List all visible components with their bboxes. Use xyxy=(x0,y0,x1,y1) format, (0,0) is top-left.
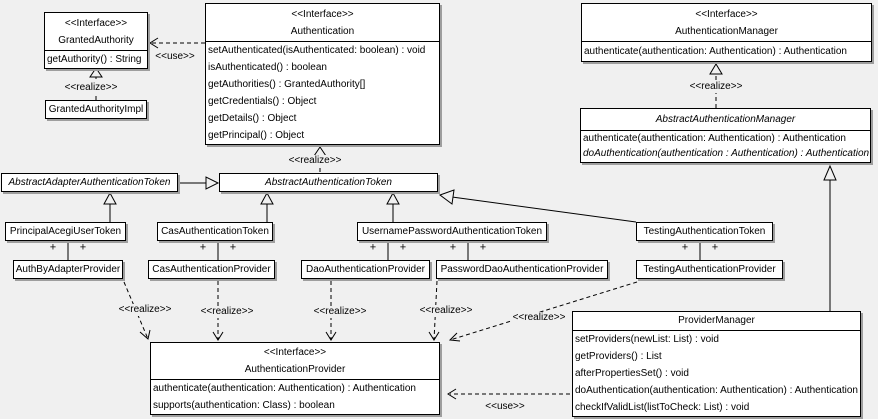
class-name: DaoAuthenticationProvider xyxy=(306,264,425,275)
assoc-plus-marker: + xyxy=(399,241,407,254)
methods-compartment: setAuthenticated(isAuthenticated: boolea… xyxy=(206,41,439,144)
assoc-plus-marker: + xyxy=(681,241,689,254)
method-row: checkIfValidList(listToCheck: List) : vo… xyxy=(575,402,750,413)
edge-realize-testingauthenticationprovider xyxy=(448,281,638,342)
edge-realize-grantedauthorityimpl xyxy=(89,67,103,100)
assoc-plus-marker: + xyxy=(449,241,457,254)
class-name: AbstractAuthenticationToken xyxy=(265,177,392,188)
class-name: GrantedAuthority xyxy=(58,34,134,46)
class-name: CasAuthenticationProvider xyxy=(152,264,271,275)
class-header: <<Interface>> AuthenticationProvider xyxy=(151,343,439,379)
class-name: PasswordDaoAuthenticationProvider xyxy=(440,264,604,275)
class-header: AbstractAuthenticationManager xyxy=(581,109,870,130)
edge-use-providermanager xyxy=(447,388,570,400)
method-row: getCredentials() : Object xyxy=(208,96,317,107)
assoc-plus-marker: + xyxy=(369,241,377,254)
class-name: CasAuthenticationToken xyxy=(161,226,269,237)
method-row: afterPropertiesSet() : void xyxy=(575,368,689,379)
assoc-plus-marker: + xyxy=(229,241,237,254)
class-granted-authority: <<Interface>> GrantedAuthority getAuthor… xyxy=(44,12,148,69)
edge-gen-casauthenticationtoken xyxy=(260,191,274,222)
method-row: getDetails() : Object xyxy=(208,113,297,124)
class-name: TestingAuthenticationProvider xyxy=(643,264,776,275)
class-testing-authentication-token: TestingAuthenticationToken xyxy=(636,222,773,241)
stereotype-label: <<Interface>> xyxy=(64,17,128,29)
methods-compartment: authenticate(authentication: Authenticat… xyxy=(582,41,871,61)
assoc-plus-marker: + xyxy=(479,241,487,254)
edge-label-realize: <<realize>> xyxy=(510,312,568,324)
edge-gen-testingauthenticationtoken xyxy=(438,189,637,223)
edge-label-realize: <<realize>> xyxy=(286,155,344,167)
method-row: isAuthenticated() : boolean xyxy=(208,62,327,73)
edge-gen-principalacegiusertoken xyxy=(103,191,117,222)
class-authentication-manager: <<Interface>> AuthenticationManager auth… xyxy=(581,3,872,62)
method-row: authenticate(authentication: Authenticat… xyxy=(584,46,847,57)
class-name: AuthByAdapterProvider xyxy=(15,264,121,275)
methods-compartment: authenticate(authentication: Authenticat… xyxy=(581,130,870,162)
edge-label-realize: <<realize>> xyxy=(116,304,174,316)
edge-label-realize: <<realize>> xyxy=(417,305,475,317)
class-name: AuthenticationProvider xyxy=(244,364,346,375)
class-name: TestingAuthenticationToken xyxy=(643,226,766,237)
class-abstract-authentication-manager: AbstractAuthenticationManager authentica… xyxy=(580,108,871,163)
class-name: PrincipalAcegiUserToken xyxy=(9,226,122,237)
edge-use-authentication-grantedauthority xyxy=(149,37,205,49)
class-header: ProviderManager xyxy=(573,312,860,330)
class-cas-authentication-provider: CasAuthenticationProvider xyxy=(148,260,275,279)
method-row: doAuthentication(authentication: Authent… xyxy=(575,385,858,396)
class-header: <<Interface>> AuthenticationManager xyxy=(582,4,871,41)
assoc-plus-marker: + xyxy=(79,241,87,254)
edge-label-realize: <<realize>> xyxy=(62,82,120,94)
class-name: ProviderManager xyxy=(678,315,755,326)
class-header: <<Interface>> Authentication xyxy=(206,4,439,41)
edge-gen-abstractadapter-abstracttoken xyxy=(178,176,220,190)
stereotype-label: <<Interface>> xyxy=(695,8,758,20)
class-provider-manager: ProviderManager setProviders(newList: Li… xyxy=(572,311,861,417)
class-testing-authentication-provider: TestingAuthenticationProvider xyxy=(636,260,783,279)
edge-label-realize: <<realize>> xyxy=(687,81,745,93)
method-row: doAuthentication(authentication : Authen… xyxy=(583,148,870,159)
edge-label-use: <<use>> xyxy=(483,401,527,413)
class-abstract-adapter-authentication-token: AbstractAdapterAuthenticationToken xyxy=(1,173,178,192)
edge-label-realize: <<realize>> xyxy=(198,306,256,318)
class-name: AuthenticationManager xyxy=(675,25,778,37)
stereotype-label: <<Interface>> xyxy=(263,347,327,358)
methods-compartment: getAuthority() : String xyxy=(45,50,147,68)
edge-label-realize: <<realize>> xyxy=(311,306,369,318)
edge-gen-usernamepasswordtoken xyxy=(386,191,400,222)
class-dao-authentication-provider: DaoAuthenticationProvider xyxy=(301,260,430,279)
methods-compartment: authenticate(authentication: Authenticat… xyxy=(151,379,439,414)
class-password-dao-authentication-provider: PasswordDaoAuthenticationProvider xyxy=(436,260,608,279)
edge-label-use: <<use>> xyxy=(153,51,197,63)
class-name: UsernamePasswordAuthenticationToken xyxy=(361,226,543,237)
class-cas-authentication-token: CasAuthenticationToken xyxy=(157,222,273,241)
class-name: Authentication xyxy=(290,25,355,37)
method-row: getAuthorities() : GrantedAuthority[] xyxy=(208,79,366,90)
class-granted-authority-impl: GrantedAuthorityImpl xyxy=(45,100,147,119)
class-authentication: <<Interface>> Authentication setAuthenti… xyxy=(205,3,440,145)
assoc-plus-marker: + xyxy=(711,241,719,254)
class-principal-acegi-user-token: PrincipalAcegiUserToken xyxy=(5,222,126,241)
class-header: <<Interface>> GrantedAuthority xyxy=(45,13,147,50)
class-name: AbstractAuthenticationManager xyxy=(655,114,796,125)
stereotype-label: <<Interface>> xyxy=(291,8,354,20)
assoc-plus-marker: + xyxy=(49,241,57,254)
method-row: authenticate(authentication: Authenticat… xyxy=(583,133,846,144)
class-abstract-authentication-token: AbstractAuthenticationToken xyxy=(219,173,438,192)
method-row: authenticate(authentication: Authenticat… xyxy=(153,383,416,394)
edge-gen-providermanager xyxy=(823,164,837,311)
class-auth-by-adapter-provider: AuthByAdapterProvider xyxy=(13,260,123,279)
assoc-plus-marker: + xyxy=(199,241,207,254)
method-row: getPrincipal() : Object xyxy=(208,130,305,141)
class-name: GrantedAuthorityImpl xyxy=(48,104,144,115)
method-row: setAuthenticated(isAuthenticated: boolea… xyxy=(208,45,426,56)
methods-compartment: setProviders(newList: List) : void getPr… xyxy=(573,330,860,416)
class-username-password-authentication-token: UsernamePasswordAuthenticationToken xyxy=(357,222,547,241)
class-name: AbstractAdapterAuthenticationToken xyxy=(8,177,171,188)
class-authentication-provider: <<Interface>> AuthenticationProvider aut… xyxy=(150,342,440,415)
method-row: getAuthority() : String xyxy=(47,54,142,65)
method-row: setProviders(newList: List) : void xyxy=(575,334,719,345)
method-row: supports(authentication: Class) : boolea… xyxy=(153,400,335,411)
method-row: getProviders() : List xyxy=(575,351,662,362)
